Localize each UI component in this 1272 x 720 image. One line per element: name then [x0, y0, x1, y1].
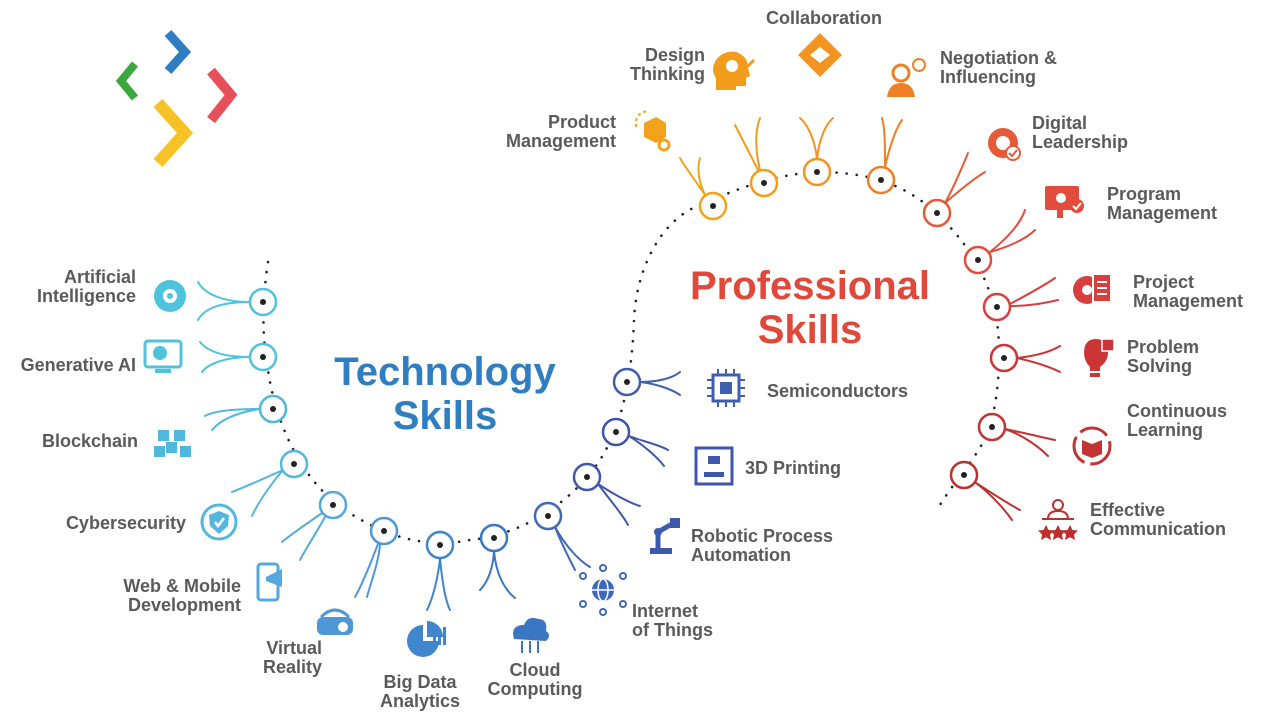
technology-skills-heading: Technology Skills — [334, 350, 556, 438]
pie-chart-icon — [407, 621, 446, 657]
prof-product-box-gears-branch — [679, 157, 706, 196]
skill-label-problem-solving: Problem Solving — [1127, 337, 1200, 376]
gear-person-icon — [988, 128, 1021, 161]
tech-blockchain-cubes-branch — [204, 408, 261, 431]
prof-head-lightbulb-node-dot — [761, 180, 767, 186]
tech-shield-check-branch — [231, 469, 284, 517]
tech-blockchain-cubes-node-dot — [270, 406, 276, 412]
tech-chip-node-dot — [624, 379, 630, 385]
skill-label-cloud-computing: Cloud Computing — [487, 660, 583, 699]
professional-skills-heading: Professional Skills — [689, 264, 931, 352]
blockchain-cubes-icon — [154, 430, 191, 457]
person-speaking-icon — [887, 58, 926, 97]
skill-label-continuous-learning: Continuous Learning — [1127, 401, 1227, 440]
skill-label-semiconductors: Semiconductors — [767, 381, 909, 401]
skill-label-robotic-process-automation: Robotic Process Automation — [691, 526, 834, 565]
skill-label-artificial-intelligence: Artificial Intelligence — [36, 267, 136, 306]
prof-gear-person-node-dot — [934, 210, 940, 216]
prof-gear-document-node-dot — [994, 304, 1000, 310]
skill-label-effective-communication: Effective Communication — [1090, 500, 1227, 539]
tech-3d-printer-branch — [628, 435, 669, 467]
book-cycle-icon — [1072, 426, 1112, 466]
skill-label-design-thinking: Design Thinking — [630, 45, 705, 84]
prof-people-stars-branch — [975, 482, 1021, 521]
skill-label-cybersecurity: Cybersecurity — [65, 513, 186, 533]
tech-robot-arm-node-dot — [584, 474, 590, 480]
logo-chevron-blue — [164, 29, 192, 75]
prof-monitor-gear-node-dot — [975, 257, 981, 263]
tech-vr-headset-node-dot — [381, 528, 387, 534]
tech-monitor-brain-node-dot — [260, 354, 266, 360]
shield-check-icon — [200, 503, 238, 541]
globe-network-icon — [579, 564, 627, 616]
chip-icon — [707, 369, 745, 407]
tech-shield-check-node-dot — [291, 461, 297, 467]
3d-printer-icon — [694, 446, 734, 486]
tech-pie-chart-node-dot — [437, 542, 443, 548]
prof-gear-document-branch — [1009, 277, 1059, 307]
prof-people-stars-node-dot — [961, 472, 967, 478]
monitor-brain-icon — [143, 339, 183, 373]
skill-label-program-management: Program Management — [1107, 184, 1218, 223]
logo-chevron-green — [115, 61, 139, 101]
skill-label-3d-printing: 3D Printing — [745, 458, 842, 478]
tech-mobile-megaphone-branch — [281, 512, 326, 561]
tech-monitor-brain-branch — [199, 341, 251, 373]
people-stars-icon — [1038, 499, 1078, 540]
skill-label-web-mobile-development: Web & Mobile Development — [123, 576, 241, 615]
logo — [115, 29, 238, 168]
cloud-icon — [513, 617, 549, 653]
vr-headset-icon — [317, 608, 353, 635]
lightbulb-puzzle-icon — [1084, 338, 1115, 377]
prof-handshake-node-dot — [814, 169, 820, 175]
prof-handshake-branch — [799, 117, 834, 160]
tech-pie-chart-branch — [426, 557, 451, 611]
mobile-megaphone-icon — [256, 562, 282, 602]
prof-head-lightbulb-branch — [734, 117, 761, 171]
product-box-gears-icon — [634, 110, 671, 152]
skill-label-negotiation-influencing: Negotiation & Influencing — [940, 48, 1057, 87]
tech-cloud-node-dot — [491, 535, 497, 541]
skill-label-project-management: Project Management — [1133, 272, 1244, 311]
tech-vr-headset-branch — [354, 543, 381, 598]
tech-ai-brain-gear-branch — [197, 281, 251, 321]
skill-label-generative-ai: Generative AI — [20, 355, 136, 375]
prof-lightbulb-puzzle-branch — [1016, 345, 1061, 373]
skill-label-product-management: Product Management — [505, 112, 616, 151]
tech-globe-network-node-dot — [545, 513, 551, 519]
tech-ai-brain-gear-node-dot — [260, 299, 266, 305]
skill-label-blockchain: Blockchain — [41, 431, 138, 451]
tech-chip-branch — [639, 371, 681, 396]
tech-3d-printer-node-dot — [613, 429, 619, 435]
prof-book-cycle-branch — [1004, 428, 1056, 457]
logo-chevron-yellow — [153, 98, 194, 168]
prof-monitor-gear-branch — [989, 209, 1036, 253]
head-lightbulb-icon — [713, 51, 756, 90]
gear-document-icon — [1073, 273, 1112, 304]
logo-chevron-red — [207, 67, 238, 124]
monitor-gear-icon — [1045, 186, 1084, 218]
skill-label-virtual-reality: Virtual Reality — [262, 638, 322, 677]
prof-product-box-gears-node-dot — [710, 203, 716, 209]
skill-label-internet-of-things: Internet of Things — [632, 601, 713, 640]
tech-cloud-branch — [479, 550, 516, 599]
handshake-icon — [798, 33, 842, 77]
tech-mobile-megaphone-node-dot — [330, 502, 336, 508]
robot-arm-icon — [650, 518, 680, 554]
ai-brain-gear-icon — [154, 280, 186, 312]
skill-label-big-data-analytics: Big Data Analytics — [379, 672, 461, 711]
skill-label-digital-leadership: Digital Leadership — [1032, 113, 1129, 152]
skill-label-collaboration: Collaboration — [766, 8, 882, 28]
prof-lightbulb-puzzle-node-dot — [1001, 355, 1007, 361]
prof-person-speaking-node-dot — [878, 177, 884, 183]
tech-globe-network-branch — [554, 526, 591, 571]
prof-person-speaking-branch — [881, 117, 903, 168]
tech-robot-arm-branch — [597, 483, 641, 526]
prof-book-cycle-node-dot — [989, 424, 995, 430]
prof-gear-person-branch — [944, 152, 986, 204]
